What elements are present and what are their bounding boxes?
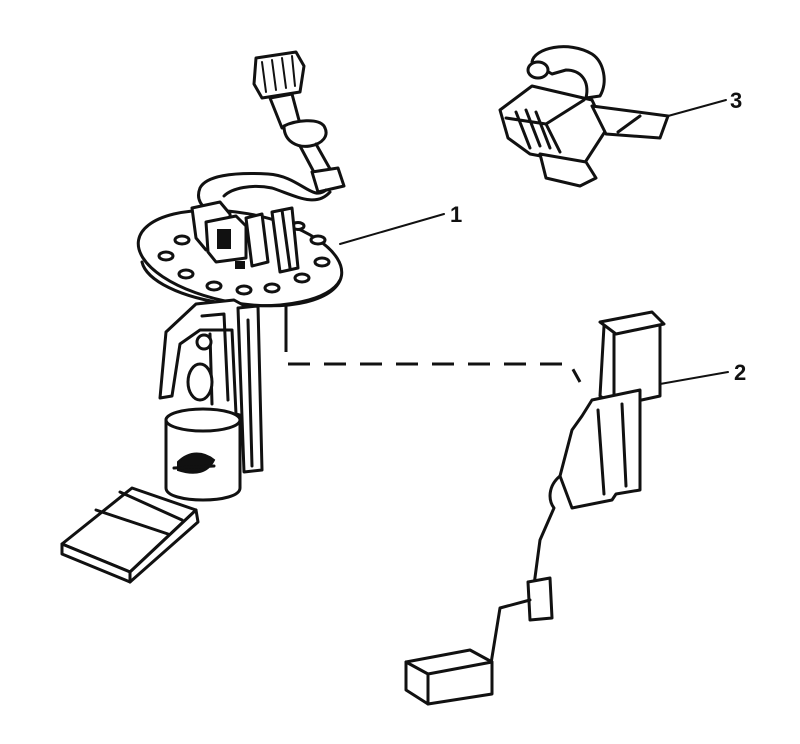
callout-label-3: 3 <box>730 88 742 113</box>
electrical-connector <box>252 50 346 194</box>
mounting-flange <box>136 200 344 308</box>
wire-harness <box>197 172 328 214</box>
callout-label-1: 1 <box>450 202 462 227</box>
float <box>404 648 494 706</box>
fuel-strainer <box>60 486 200 584</box>
pressure-sensor <box>498 45 670 188</box>
fuel-pump-sender-assembly <box>60 50 346 584</box>
relation-dashed-line <box>284 330 582 383</box>
callout-1: 1 <box>339 202 462 245</box>
callout-label-2: 2 <box>734 360 746 385</box>
callout-3: 3 <box>667 88 742 117</box>
callout-2: 2 <box>659 360 746 385</box>
pump-bracket <box>158 298 288 474</box>
fuel-level-sender <box>404 310 666 706</box>
fuel-pump-body <box>164 407 242 502</box>
